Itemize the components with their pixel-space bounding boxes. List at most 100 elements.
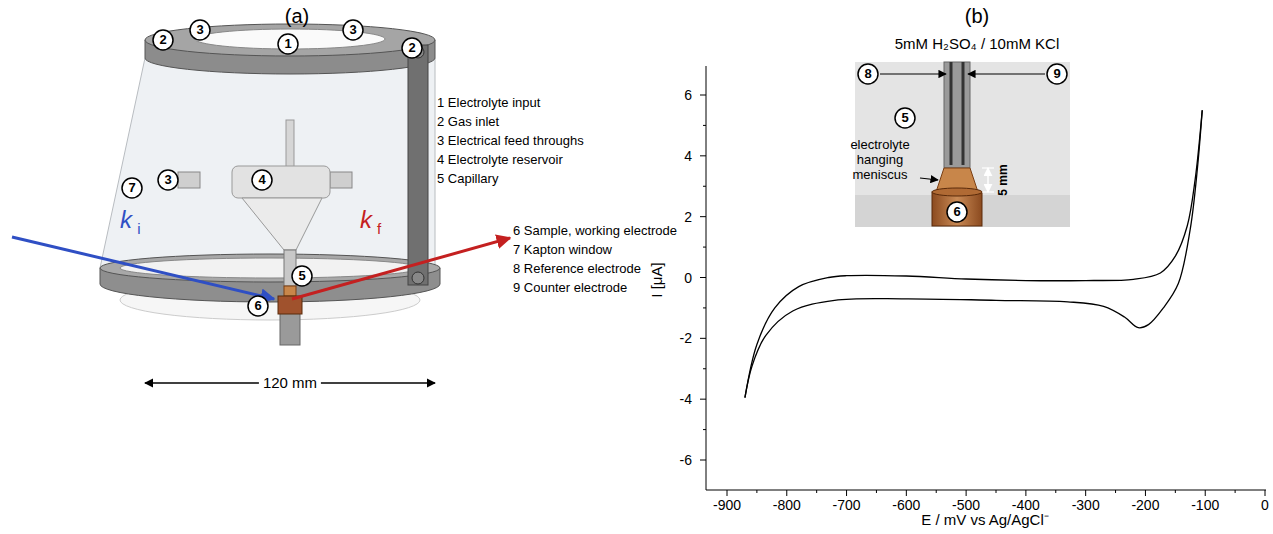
x-tick-label: -900 (713, 497, 741, 513)
y-tick (700, 95, 706, 96)
x-tick-label: -100 (1191, 497, 1219, 513)
y-tick-label: -6 (680, 452, 692, 468)
x-axis (706, 490, 1266, 491)
callout-number: 3 (349, 23, 356, 38)
label: E / mV vs Ag/AgCl⁻ (921, 511, 1049, 528)
callout-circle (402, 38, 422, 58)
label: k (120, 206, 132, 234)
y-tick (700, 399, 706, 400)
x-tick (786, 490, 787, 496)
callout-number: 5 (298, 269, 305, 284)
callout-circle (153, 30, 173, 50)
label: k (360, 206, 372, 234)
part-list-item: 7 Kapton window (513, 243, 612, 258)
callout-number: 7 (128, 181, 135, 196)
x-tick (1085, 490, 1086, 496)
x-tick (996, 490, 997, 493)
y-tick (703, 247, 706, 248)
callout-circle (1047, 64, 1067, 84)
callout-number: 8 (864, 67, 871, 82)
part-list-item: 1 Electrolyte input (437, 96, 540, 111)
y-tick (700, 460, 706, 461)
label: f (377, 220, 381, 237)
y-tick-label: 6 (684, 87, 692, 103)
x-tick-label: -500 (952, 497, 980, 513)
y-tick (700, 277, 706, 278)
callout-number: 2 (408, 41, 415, 56)
callout-number: 2 (159, 33, 166, 48)
x-tick (1175, 490, 1176, 493)
y-tick-label: -2 (680, 330, 692, 346)
callout-number: 3 (196, 23, 203, 38)
callout-number: 4 (258, 173, 265, 188)
x-tick (1025, 490, 1026, 496)
x-tick (966, 490, 967, 496)
part-list-item: 6 Sample, working electrode (513, 224, 677, 239)
callout-circle (158, 170, 178, 190)
callout-circle (248, 296, 268, 316)
y-tick (700, 216, 706, 217)
x-tick-label: 0 (1261, 497, 1269, 513)
cell-drawing (12, 24, 510, 383)
rotated-label: I [μA] (648, 262, 665, 297)
label: (a) (285, 5, 309, 28)
part-list-item: 5 Capillary (437, 172, 498, 187)
x-tick (936, 490, 937, 493)
x-tick-label: -300 (1072, 497, 1100, 513)
x-tick (1055, 490, 1056, 493)
y-tick (703, 429, 706, 430)
x-tick (846, 490, 847, 496)
part-list-item: 2 Gas inlet (437, 115, 499, 130)
callout-number: 6 (953, 205, 960, 220)
part-list-item: 9 Counter electrode (513, 281, 627, 296)
x-tick (876, 490, 877, 493)
callout-circle (858, 64, 878, 84)
label: i (137, 220, 140, 237)
callout-circles (122, 20, 1067, 316)
callout-number: 6 (254, 299, 261, 314)
callout-number: 5 (901, 111, 908, 126)
callout-circle (947, 202, 967, 222)
callout-number: 1 (284, 37, 291, 52)
y-tick (703, 368, 706, 369)
part-list-item: 3 Electrical feed throughs (437, 134, 584, 149)
x-tick (756, 490, 757, 493)
y-tick (703, 186, 706, 187)
x-tick-label: -700 (833, 497, 861, 513)
callout-circle (190, 20, 210, 40)
x-tick (1265, 490, 1266, 496)
x-tick-label: -800 (773, 497, 801, 513)
label: 5mM H₂SO₄ / 10mM KCl (895, 35, 1059, 52)
callout-number: 9 (1053, 67, 1060, 82)
callout-circle (292, 266, 312, 286)
callout-circle (252, 170, 272, 190)
x-tick (727, 490, 728, 496)
rotated-label: 5 mm (997, 164, 1011, 195)
label: 120 mm (259, 374, 321, 391)
x-tick-label: -200 (1131, 497, 1159, 513)
y-tick (703, 307, 706, 308)
y-tick-label: 0 (684, 269, 692, 285)
callout-number: 3 (164, 173, 171, 188)
callout-circle (343, 20, 363, 40)
y-tick-label: 4 (684, 148, 692, 164)
x-tick-label: -600 (892, 497, 920, 513)
label: electrolyte hanging meniscus (841, 138, 919, 183)
callout-circle (278, 34, 298, 54)
part-list-item: 4 Electrolyte reservoir (437, 153, 563, 168)
x-tick (1235, 490, 1236, 493)
x-tick (906, 490, 907, 496)
y-tick-label: 2 (684, 209, 692, 225)
x-tick (1115, 490, 1116, 493)
x-tick (1205, 490, 1206, 496)
part-list-item: 8 Reference electrode (513, 262, 641, 277)
y-tick (700, 338, 706, 339)
y-tick (703, 125, 706, 126)
x-tick (816, 490, 817, 493)
x-tick (1145, 490, 1146, 496)
x-tick-label: -400 (1012, 497, 1040, 513)
y-tick (700, 155, 706, 156)
label: (b) (965, 5, 989, 28)
y-tick-label: -4 (680, 391, 692, 407)
